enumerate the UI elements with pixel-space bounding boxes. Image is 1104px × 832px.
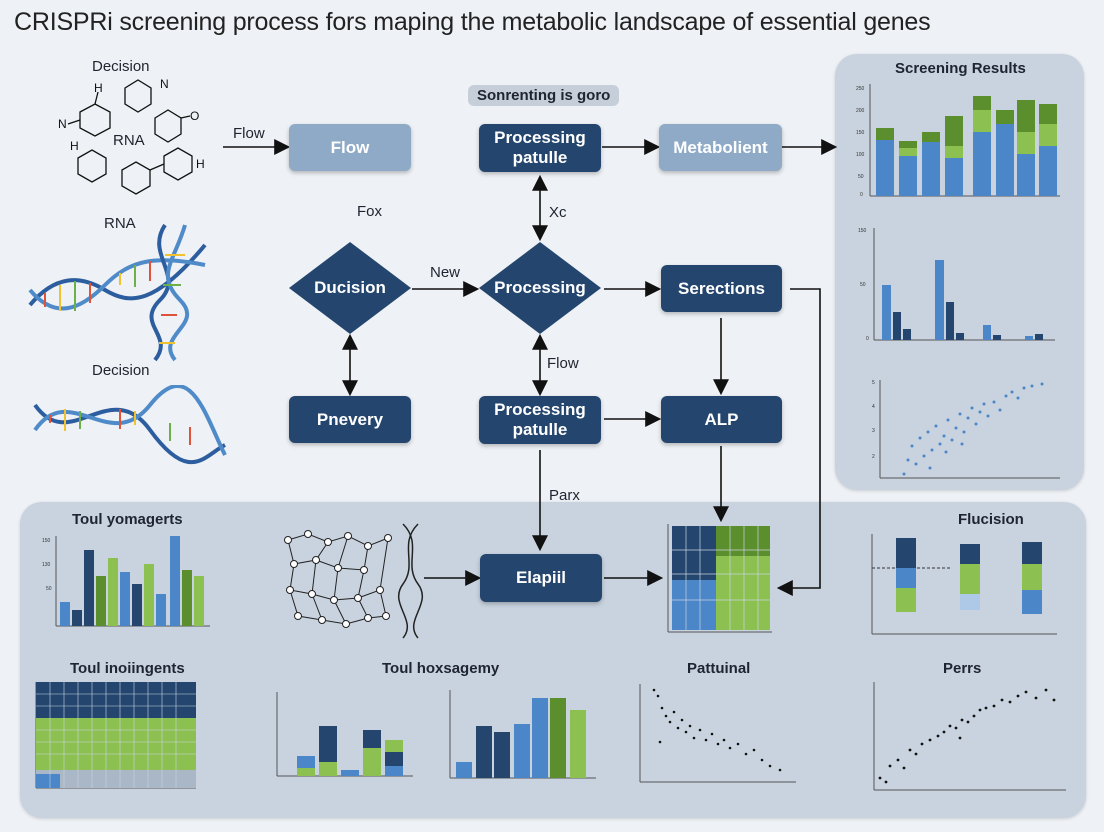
elapiil-node[interactable]: Elapiil xyxy=(480,554,602,602)
svg-text:50: 50 xyxy=(858,174,864,180)
svg-text:100: 100 xyxy=(856,152,865,158)
svg-text:150: 150 xyxy=(858,228,867,234)
svg-text:150: 150 xyxy=(856,130,865,136)
toul-hoxsagemy-bar-chart xyxy=(449,690,596,779)
svg-text:0: 0 xyxy=(860,192,863,198)
processing-diamond[interactable]: Processing xyxy=(477,240,603,336)
pattuinal-title: Pattuinal xyxy=(687,660,751,677)
rna-label-b: RNA xyxy=(104,215,136,232)
svg-text:O: O xyxy=(190,109,199,123)
decision-label-top: Decision xyxy=(92,58,150,75)
gene-network-graph-icon xyxy=(284,523,424,639)
toul-inoiingents-title: Toul inoiingents xyxy=(70,660,185,677)
svg-text:0: 0 xyxy=(866,336,869,342)
stacked-bar-chart: 250 200 150 100 50 0 xyxy=(856,84,1060,198)
ducision-diamond[interactable]: Ducision xyxy=(287,240,413,336)
pnevery-node[interactable]: Pnevery xyxy=(289,396,411,443)
processing-patulle-bottom-node[interactable]: Processing patulle xyxy=(479,396,601,444)
screening-results-title: Screening Results xyxy=(895,60,1026,77)
toul-hoxsagemy-title: Toul hoxsagemy xyxy=(382,660,500,677)
toul-yomagerts-chart: 150 130 50 xyxy=(42,536,210,627)
edge-label-flow: Flow xyxy=(233,125,265,142)
svg-text:200: 200 xyxy=(856,108,865,114)
svg-text:N: N xyxy=(58,117,67,131)
edge-label-parx: Parx xyxy=(549,487,580,504)
ducision-label: Ducision xyxy=(314,278,386,297)
edge-label-flow-mid: Flow xyxy=(547,355,579,372)
rna-label-a: RNA xyxy=(113,132,145,149)
toul-inoiingents-heatmap xyxy=(35,682,196,789)
processing-patulle-top-node[interactable]: Processing patulle xyxy=(479,124,601,172)
serections-node[interactable]: Serections xyxy=(661,265,782,312)
header-chip: Sonrenting is goro xyxy=(468,85,620,106)
scatter-plot-top: 5 4 3 2 xyxy=(872,380,1060,479)
flow-node[interactable]: Flow xyxy=(289,124,411,171)
svg-text:H: H xyxy=(196,157,205,171)
svg-text:H: H xyxy=(94,81,103,95)
perrs-title: Perrs xyxy=(943,660,982,677)
svg-text:H: H xyxy=(70,139,79,153)
grouped-bar-chart: 150 50 0 xyxy=(858,228,1055,342)
molecule-structures-icon: N H O H H N xyxy=(58,77,205,195)
edge-label-new: New xyxy=(430,264,461,281)
svg-text:2: 2 xyxy=(872,454,875,460)
flucision-chart xyxy=(871,534,1057,635)
svg-text:3: 3 xyxy=(872,428,875,434)
svg-text:50: 50 xyxy=(860,282,866,288)
decision-label-bottom: Decision xyxy=(92,362,150,379)
flucision-title: Flucision xyxy=(958,511,1024,528)
metabolient-node[interactable]: Metabolient xyxy=(659,124,782,171)
svg-text:130: 130 xyxy=(42,562,51,568)
svg-text:4: 4 xyxy=(872,404,875,410)
svg-text:150: 150 xyxy=(42,538,51,544)
pattuinal-scatter xyxy=(639,684,796,783)
processing-label: Processing xyxy=(494,278,586,297)
dna-helix-icon xyxy=(28,223,207,362)
toul-hoxsagemy-stacked-chart xyxy=(276,692,413,777)
edge-label-fox: Fox xyxy=(357,203,383,220)
heatmap-mosaic xyxy=(667,524,772,633)
perrs-scatter xyxy=(873,682,1066,791)
edge-label-xc: Xc xyxy=(549,204,567,221)
page-title: CRISPRi screening process fors maping th… xyxy=(14,8,931,36)
dna-strand-icon xyxy=(33,385,227,465)
toul-yomagerts-title: Toul yomagerts xyxy=(72,511,183,528)
svg-text:5: 5 xyxy=(872,380,875,386)
svg-text:50: 50 xyxy=(46,586,52,592)
svg-text:250: 250 xyxy=(856,86,865,92)
svg-text:N: N xyxy=(160,77,169,91)
alp-node[interactable]: ALP xyxy=(661,396,782,443)
